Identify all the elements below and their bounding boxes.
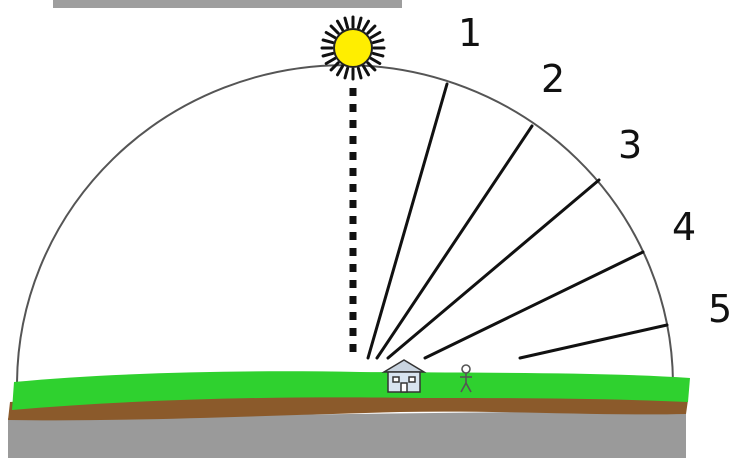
ray-4 (425, 252, 643, 358)
ray-label-4: 4 (672, 205, 696, 249)
ray-label-1: 1 (458, 11, 482, 55)
ray-label-3: 3 (618, 123, 642, 167)
sun-spike (364, 66, 369, 75)
sun-spike (338, 21, 343, 30)
sun-spike (326, 33, 335, 38)
sun-spike (331, 63, 338, 70)
sun-spike (373, 53, 383, 56)
ray-5 (520, 325, 667, 358)
sun-spike (373, 40, 383, 43)
sun-spike (331, 26, 338, 33)
ray-label-2: 2 (541, 57, 565, 101)
sky-arc (17, 65, 673, 385)
sun-spike (323, 53, 333, 56)
sun-spike (326, 59, 335, 64)
sun-spike (368, 26, 375, 33)
sun-spike (364, 21, 369, 30)
sun-spike (345, 18, 348, 28)
sun-spike (358, 68, 361, 78)
ray-label-5: 5 (708, 287, 732, 331)
sun-spike (371, 59, 380, 64)
sun-spike (358, 18, 361, 28)
sun-spike (371, 33, 380, 38)
sun-icon (322, 17, 384, 79)
top-bar (53, 0, 402, 8)
sun-spike (323, 40, 333, 43)
sun-spike (345, 68, 348, 78)
ray-3 (388, 180, 599, 358)
house-icon (384, 360, 424, 392)
sun-spike (338, 66, 343, 75)
